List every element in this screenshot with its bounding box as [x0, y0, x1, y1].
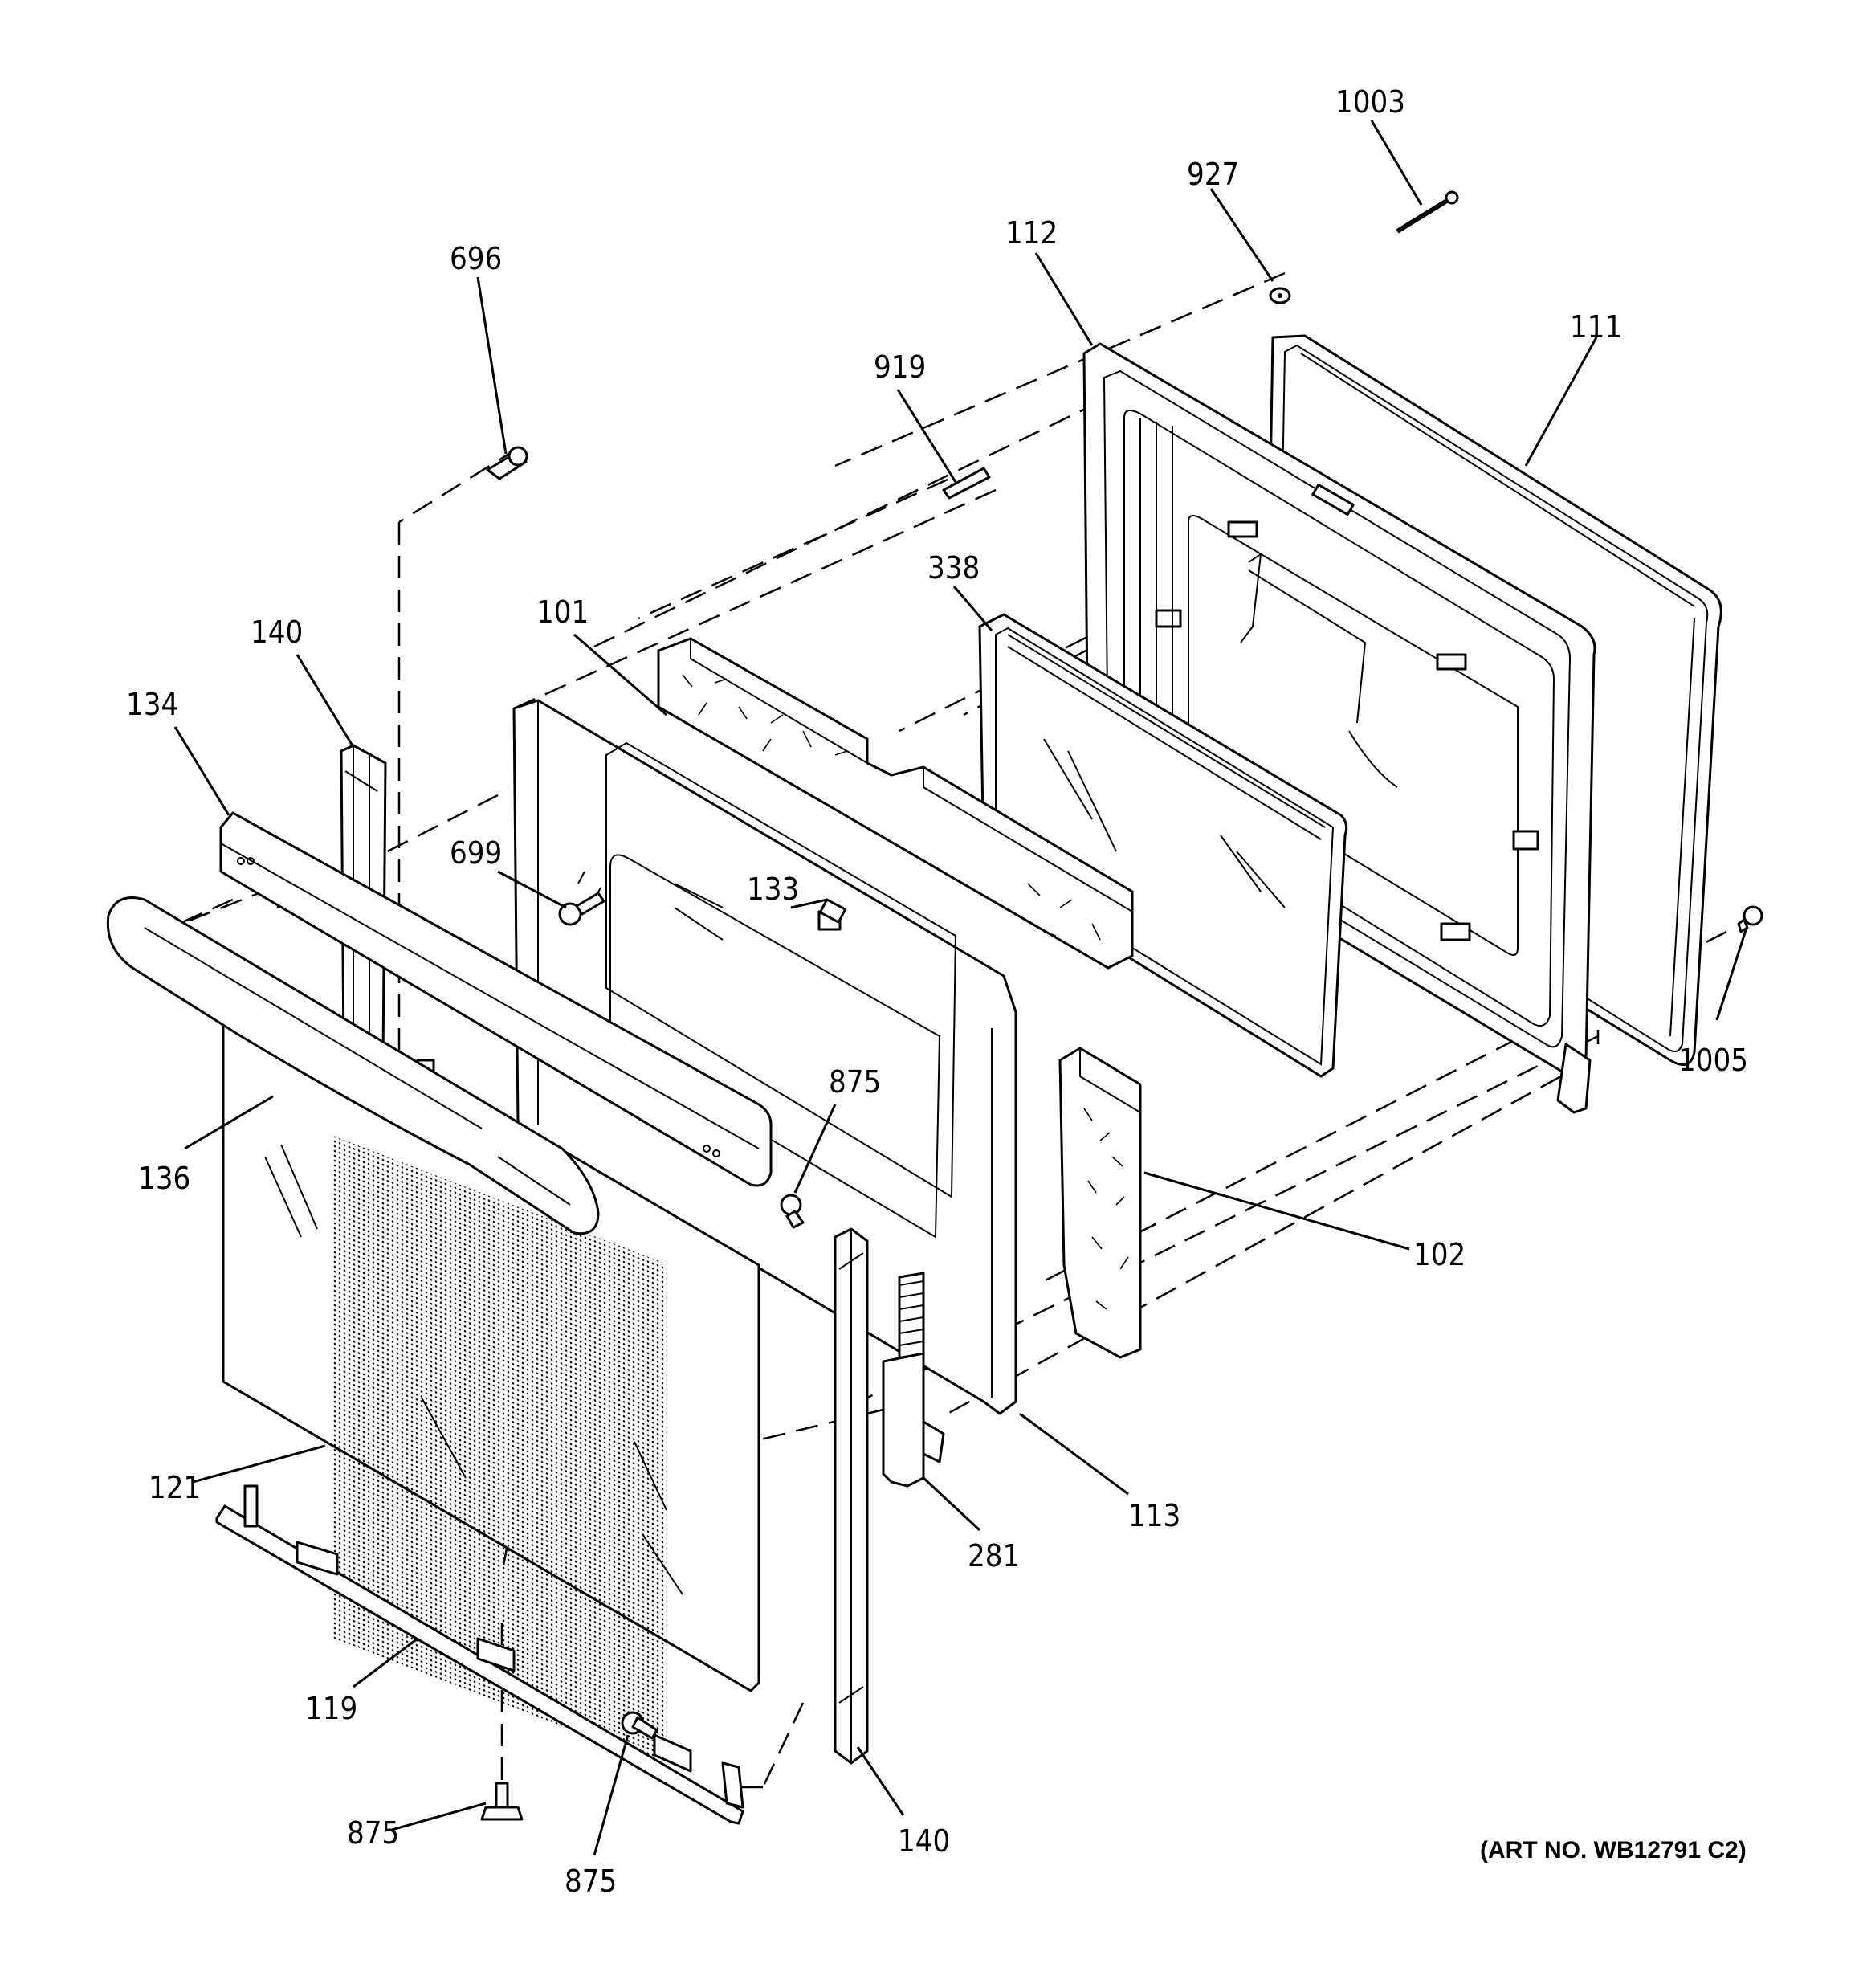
callout-699: 699 [450, 835, 502, 871]
hinge-bracket-140-front [834, 1227, 869, 1765]
callout-101: 101 [536, 594, 589, 630]
fastener-696-screw [486, 446, 528, 480]
side-insulation-102 [1058, 1047, 1142, 1359]
fastener-699-screw [558, 892, 605, 926]
callout-338: 338 [927, 550, 980, 586]
callout-140-rear: 140 [251, 614, 303, 650]
callout-112: 112 [1005, 215, 1058, 251]
fastener-875-screw-a [780, 1194, 805, 1229]
leader-lines [173, 120, 1748, 1856]
callout-121: 121 [149, 1470, 201, 1505]
callout-136: 136 [138, 1161, 190, 1196]
callout-927: 927 [1187, 157, 1239, 192]
callout-140-front: 140 [898, 1823, 950, 1859]
callout-919: 919 [874, 349, 926, 385]
callout-113: 113 [1128, 1498, 1180, 1533]
callout-281: 281 [968, 1538, 1020, 1574]
bottom-trim-119 [215, 1484, 744, 1825]
vent-trim-134 [219, 811, 773, 1187]
callout-1003: 1003 [1335, 84, 1405, 120]
callout-875-b: 875 [347, 1815, 399, 1851]
front-glass-door-121 [222, 950, 760, 1766]
callout-111: 111 [1570, 309, 1622, 345]
art-number: (ART NO. WB12791 C2) [1480, 1837, 1747, 1863]
callout-875-a: 875 [829, 1064, 881, 1100]
inner-door-panel-112 [1082, 342, 1596, 1114]
callout-labels: 1003 927 112 111 919 696 338 101 140 134… [126, 84, 1748, 1899]
callout-133: 133 [747, 872, 799, 907]
fastener-875-screw-c [480, 1782, 524, 1821]
hinge-281 [882, 1272, 945, 1488]
door-handle-136 [106, 896, 600, 1235]
fastener-875-screw-b [621, 1711, 658, 1740]
fastener-919-pin [942, 467, 991, 500]
callout-134: 134 [126, 687, 178, 722]
fastener-1003-screw [1396, 190, 1459, 234]
top-insulation-101 [657, 637, 1134, 970]
callout-102: 102 [1413, 1237, 1466, 1272]
fastener-927-washer [1269, 287, 1291, 304]
clip-133 [818, 898, 847, 924]
callout-119: 119 [305, 1691, 357, 1726]
fastener-1005-screw [1737, 905, 1763, 933]
callout-696: 696 [450, 241, 502, 276]
callout-875-c: 875 [565, 1863, 617, 1899]
callout-1005: 1005 [1678, 1043, 1748, 1078]
